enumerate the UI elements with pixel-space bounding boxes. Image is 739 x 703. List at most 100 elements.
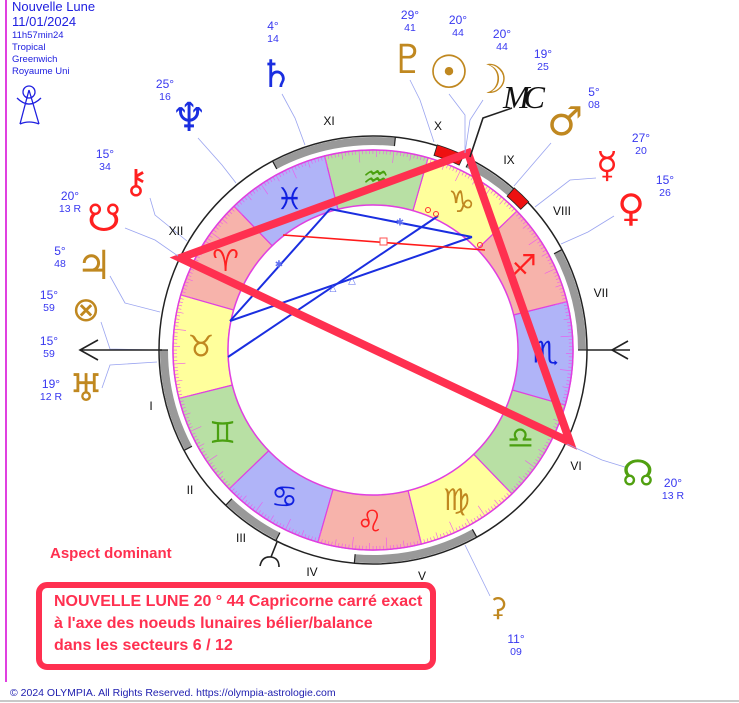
degree-tick — [562, 386, 570, 389]
house-number: IX — [503, 153, 514, 167]
degree-tick — [291, 167, 297, 179]
degree-tick — [173, 362, 186, 365]
degree-tick — [358, 150, 361, 163]
house-sector — [554, 250, 586, 350]
gemini-icon: ♊︎ — [209, 416, 236, 451]
degree-tick — [494, 499, 500, 506]
mc-axis — [469, 107, 513, 158]
moon-icon[interactable]: ☽ — [472, 57, 508, 103]
degree-tick — [544, 268, 556, 274]
mercury-minute: 20 — [635, 145, 647, 157]
chart-title: Nouvelle Lune — [12, 0, 96, 14]
mercury-icon[interactable]: ☿ — [596, 146, 618, 187]
aspect-line-1: NOUVELLE LUNE 20 ° 44 Capricorne carré e… — [54, 593, 423, 610]
mars-minute: 08 — [588, 99, 600, 111]
house-cusp — [471, 529, 478, 538]
degree-tick — [233, 205, 243, 216]
north-node-minute: 13 R — [662, 490, 685, 502]
jupiter-minute: 48 — [54, 258, 66, 270]
degree-tick — [183, 412, 191, 416]
ceres-degree: 11° — [507, 632, 524, 646]
degree-tick — [418, 532, 422, 545]
trine-mark-icon: △ — [348, 276, 356, 287]
chiron-degree: 15° — [96, 147, 114, 161]
house-number: II — [187, 483, 194, 497]
degree-tick — [241, 495, 247, 502]
south-node-icon[interactable]: ☋ — [87, 196, 121, 240]
degree-tick — [301, 530, 305, 537]
pluto-icon[interactable]: ♇ — [390, 37, 426, 83]
square-mark-icon — [379, 237, 388, 246]
house-number: XII — [169, 224, 184, 238]
degree-tick — [455, 170, 461, 182]
aspect-dominant-title: Aspect dominant — [50, 545, 172, 562]
degree-tick — [324, 155, 328, 168]
leo-icon: ♌︎ — [357, 504, 384, 539]
conjunction-mark-icon — [433, 211, 439, 217]
house-cusp — [272, 160, 278, 170]
degree-tick — [518, 476, 525, 482]
degree-tick — [563, 318, 571, 321]
house-number: VI — [570, 459, 581, 473]
aspect-sextile-line — [229, 208, 331, 322]
degree-tick — [392, 151, 395, 164]
south-node-minute: 13 R — [59, 203, 82, 215]
degree-tick — [246, 194, 252, 201]
taurus-icon: ♉︎ — [188, 330, 215, 365]
house-sector — [273, 137, 396, 169]
degree-tick — [538, 449, 545, 454]
ceres-icon[interactable]: ⚳ — [488, 593, 507, 623]
neptune-icon[interactable]: ♆ — [171, 95, 207, 141]
moon-degree: 20° — [493, 27, 511, 41]
chart-location: Royaume Uni — [12, 65, 70, 77]
aspect-trine-line — [227, 215, 439, 358]
degree-labels: 29° 41 20° 44 20° 44 19° 25 5° 08 27° 20… — [40, 8, 685, 658]
degree-tick — [317, 530, 322, 543]
degree-tick — [228, 480, 239, 490]
house-cusp — [225, 498, 233, 506]
saturn-degree: 4° — [267, 19, 279, 33]
jupiter-icon[interactable]: ♃ — [76, 243, 112, 289]
sun-icon[interactable]: ☉ — [428, 45, 469, 99]
degree-tick — [176, 311, 184, 314]
degree-tick — [260, 184, 269, 195]
red-marker — [506, 187, 530, 210]
antenna-logo-icon — [16, 85, 42, 125]
degree-tick — [178, 395, 191, 399]
venus-minute: 26 — [659, 187, 671, 199]
degree-tick — [351, 536, 354, 549]
saturn-icon[interactable]: ♄ — [259, 52, 293, 96]
degree-tick — [477, 505, 486, 516]
house-cusp — [393, 137, 396, 147]
sextile-mark-icon: ✱ — [275, 260, 283, 271]
mc-icon[interactable]: MC — [502, 79, 552, 115]
degree-tick — [435, 532, 439, 540]
degree-tick — [269, 515, 274, 522]
capricorn-icon: ♑︎ — [448, 185, 475, 220]
degree-tick — [175, 379, 183, 382]
mc-minute: 25 — [537, 61, 549, 73]
zodiac-outer-ring — [172, 149, 574, 551]
saturn-minute: 14 — [267, 33, 279, 45]
chiron-icon[interactable]: ⚷ — [124, 162, 149, 202]
venus-icon[interactable]: ♀ — [617, 186, 645, 230]
planet-connectors — [100, 79, 629, 597]
mars-icon[interactable]: ♂ — [547, 99, 583, 145]
degree-tick — [449, 521, 455, 533]
house-cusp — [353, 554, 356, 564]
degree-tick — [559, 369, 572, 372]
uranus-icon[interactable]: ♅ — [69, 366, 103, 410]
chart-reference: Greenwich — [12, 53, 58, 65]
degree-tick — [499, 198, 505, 205]
fortune-minute: 59 — [43, 302, 55, 314]
degree-tick — [186, 278, 193, 282]
north-node-icon[interactable]: ☊ — [622, 454, 654, 495]
part-of-fortune-icon[interactable]: ⊗ — [72, 290, 101, 330]
uranus-degree: 19° — [42, 377, 60, 391]
house-number: VII — [594, 286, 609, 300]
aspect-line-3: dans les secteurs 6 / 12 — [54, 637, 233, 654]
chiron-minute: 34 — [99, 161, 111, 173]
house-cusp — [553, 249, 563, 255]
house-cusp — [275, 532, 281, 541]
